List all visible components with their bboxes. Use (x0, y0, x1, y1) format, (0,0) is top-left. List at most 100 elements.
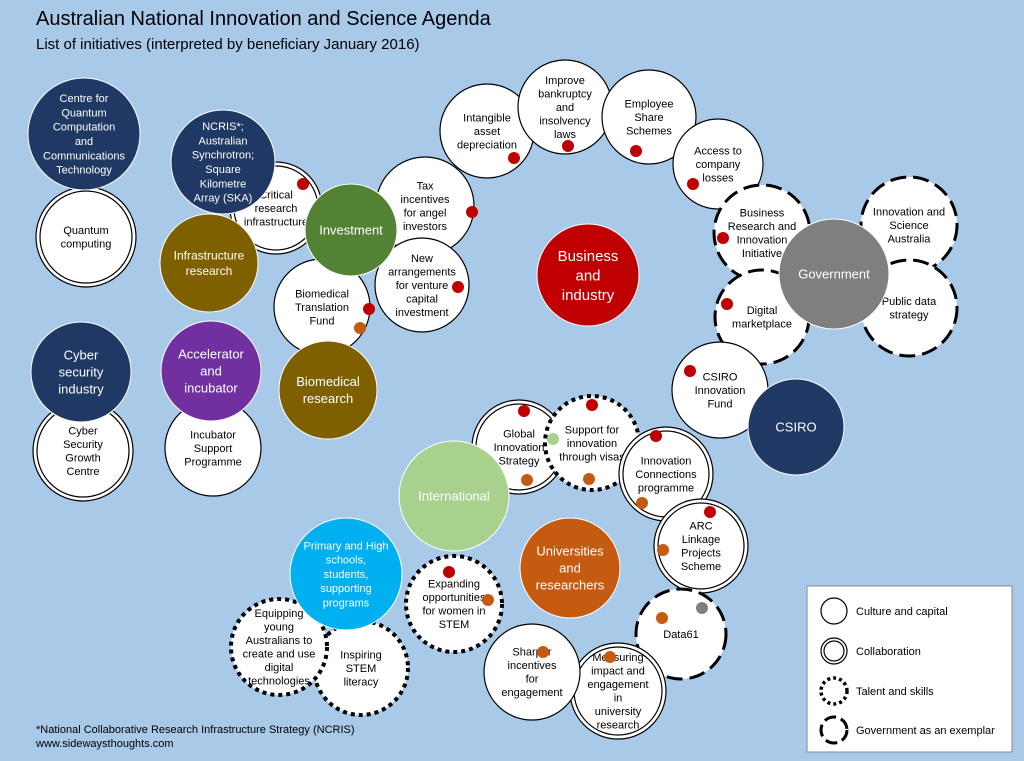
legend-government: Government as an exemplar (819, 715, 995, 745)
indicator-dot (630, 145, 642, 157)
indicator-dot (684, 365, 696, 377)
legend-talent: Talent and skills (819, 676, 934, 706)
csiro-circle-label: CSIRO (775, 420, 816, 435)
investment-circle-label: Investment (319, 223, 383, 238)
international-circle-label: International (418, 489, 490, 504)
indicator-dot (466, 206, 478, 218)
indicator-dot (604, 651, 616, 663)
indicator-dot (704, 506, 716, 518)
legend-culture: Culture and capital (820, 597, 948, 625)
government-circle-label: Government (798, 267, 870, 282)
website: www.sidewaysthoughts.com (36, 738, 174, 750)
indicator-dot (508, 152, 520, 164)
legend-collaboration-label: Collaboration (856, 646, 921, 658)
indicator-dot (562, 140, 574, 152)
legend-talent-label: Talent and skills (856, 686, 934, 698)
indicator-dot (482, 594, 494, 606)
csiro-circle: CSIRO (747, 378, 845, 476)
indicator-dot (363, 303, 375, 315)
diagram-subtitle: List of initiatives (interpreted by bene… (36, 36, 420, 53)
legend-collaboration: Collaboration (820, 637, 921, 665)
indicator-dot (717, 232, 729, 244)
indicator-dot (537, 646, 549, 658)
indicator-dot (518, 405, 530, 417)
indicator-dot (354, 322, 366, 334)
international-circle: International (398, 440, 510, 552)
indicator-dot (636, 497, 648, 509)
indicator-dot (657, 544, 669, 556)
indicator-dot (721, 298, 733, 310)
indicator-dot (297, 178, 309, 190)
indicator-dot (656, 612, 668, 624)
legend-government-label: Government as an exemplar (856, 725, 995, 737)
indicator-dot (586, 399, 598, 411)
data61-circle-label: Data61 (663, 629, 698, 641)
indicator-dot (650, 430, 662, 442)
investment-circle: Investment (304, 183, 398, 277)
indicator-dot (521, 474, 533, 486)
indicator-dot (696, 602, 708, 614)
indicator-dot (547, 433, 559, 445)
indicator-dot (583, 473, 595, 485)
indicator-dot (687, 178, 699, 190)
diagram-title: Australian National Innovation and Scien… (36, 8, 491, 30)
legend-culture-label: Culture and capital (856, 606, 948, 618)
indicator-dot (452, 281, 464, 293)
